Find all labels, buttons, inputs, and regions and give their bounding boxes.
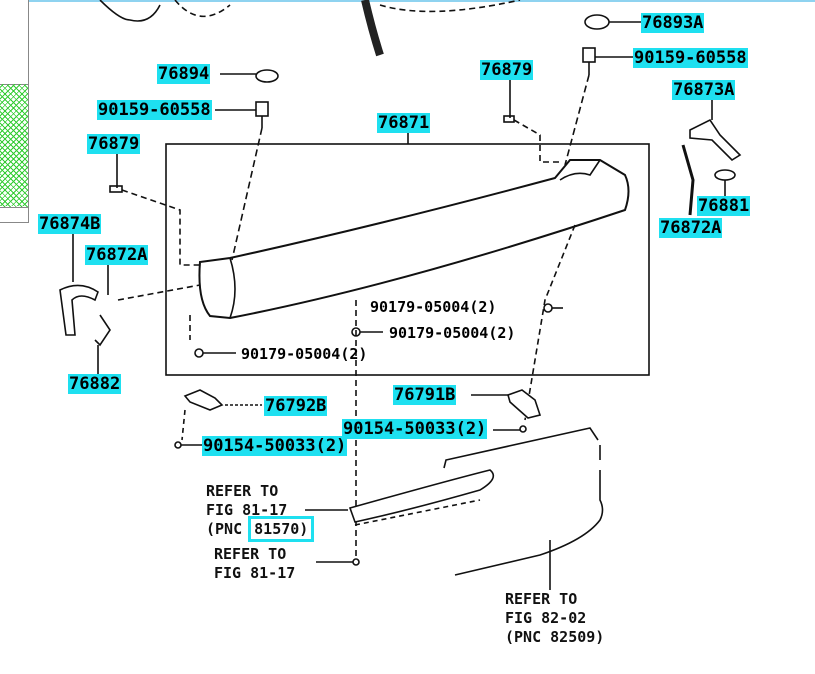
refer-to-text: REFER TO	[214, 545, 287, 563]
part-label-90154-50033-left[interactable]: 90154-50033(2)	[202, 436, 348, 456]
part-label-76791b[interactable]: 76791B	[393, 385, 457, 405]
fig-ref-text[interactable]: FIG 81-17	[214, 564, 296, 582]
thumbnail-panel[interactable]	[0, 0, 29, 223]
pnc-prefix: (PNC	[206, 520, 243, 538]
part-label-90179-05004-b[interactable]: 90179-05004(2)	[389, 324, 516, 342]
part-label-76879-top[interactable]: 76879	[480, 60, 534, 80]
part-label-90179-05004-c[interactable]: 90179-05004(2)	[241, 345, 368, 363]
part-label-90154-50033-right[interactable]: 90154-50033(2)	[342, 419, 488, 439]
refer-to-text: REFER TO	[505, 590, 578, 608]
pnc-text[interactable]: (PNC 82509)	[505, 628, 605, 646]
part-label-76872a-right[interactable]: 76872A	[659, 218, 723, 238]
refer-to-text: REFER TO	[206, 482, 279, 500]
refer-note-81-17: REFER TO FIG 81-17	[214, 545, 295, 583]
part-label-90159-60558-left[interactable]: 90159-60558	[97, 100, 212, 120]
part-label-90159-60558-right[interactable]: 90159-60558	[633, 48, 748, 68]
part-label-76871[interactable]: 76871	[377, 113, 431, 133]
part-label-76873a[interactable]: 76873A	[672, 80, 736, 100]
fig-ref-text: FIG 81-17	[206, 501, 288, 519]
refer-note-82509: REFER TO FIG 82-02 (PNC 82509)	[505, 590, 604, 647]
part-label-90179-05004-a[interactable]: 90179-05004(2)	[370, 298, 497, 316]
top-border	[0, 0, 815, 2]
part-label-76882[interactable]: 76882	[68, 374, 122, 394]
part-label-76874b[interactable]: 76874B	[38, 214, 102, 234]
part-label-76872a-left[interactable]: 76872A	[85, 245, 149, 265]
part-label-76879-left[interactable]: 76879	[87, 134, 141, 154]
part-label-76881[interactable]: 76881	[697, 196, 751, 216]
part-label-76792b[interactable]: 76792B	[264, 396, 328, 416]
part-label-76894[interactable]: 76894	[157, 64, 211, 84]
fig-ref-text[interactable]: FIG 82-02	[505, 609, 587, 627]
part-label-76893a[interactable]: 76893A	[641, 13, 705, 33]
pnc-link-81570[interactable]: 81570)	[248, 516, 315, 542]
refer-note-81570: REFER TO FIG 81-17 (PNC 81570)	[206, 482, 315, 542]
